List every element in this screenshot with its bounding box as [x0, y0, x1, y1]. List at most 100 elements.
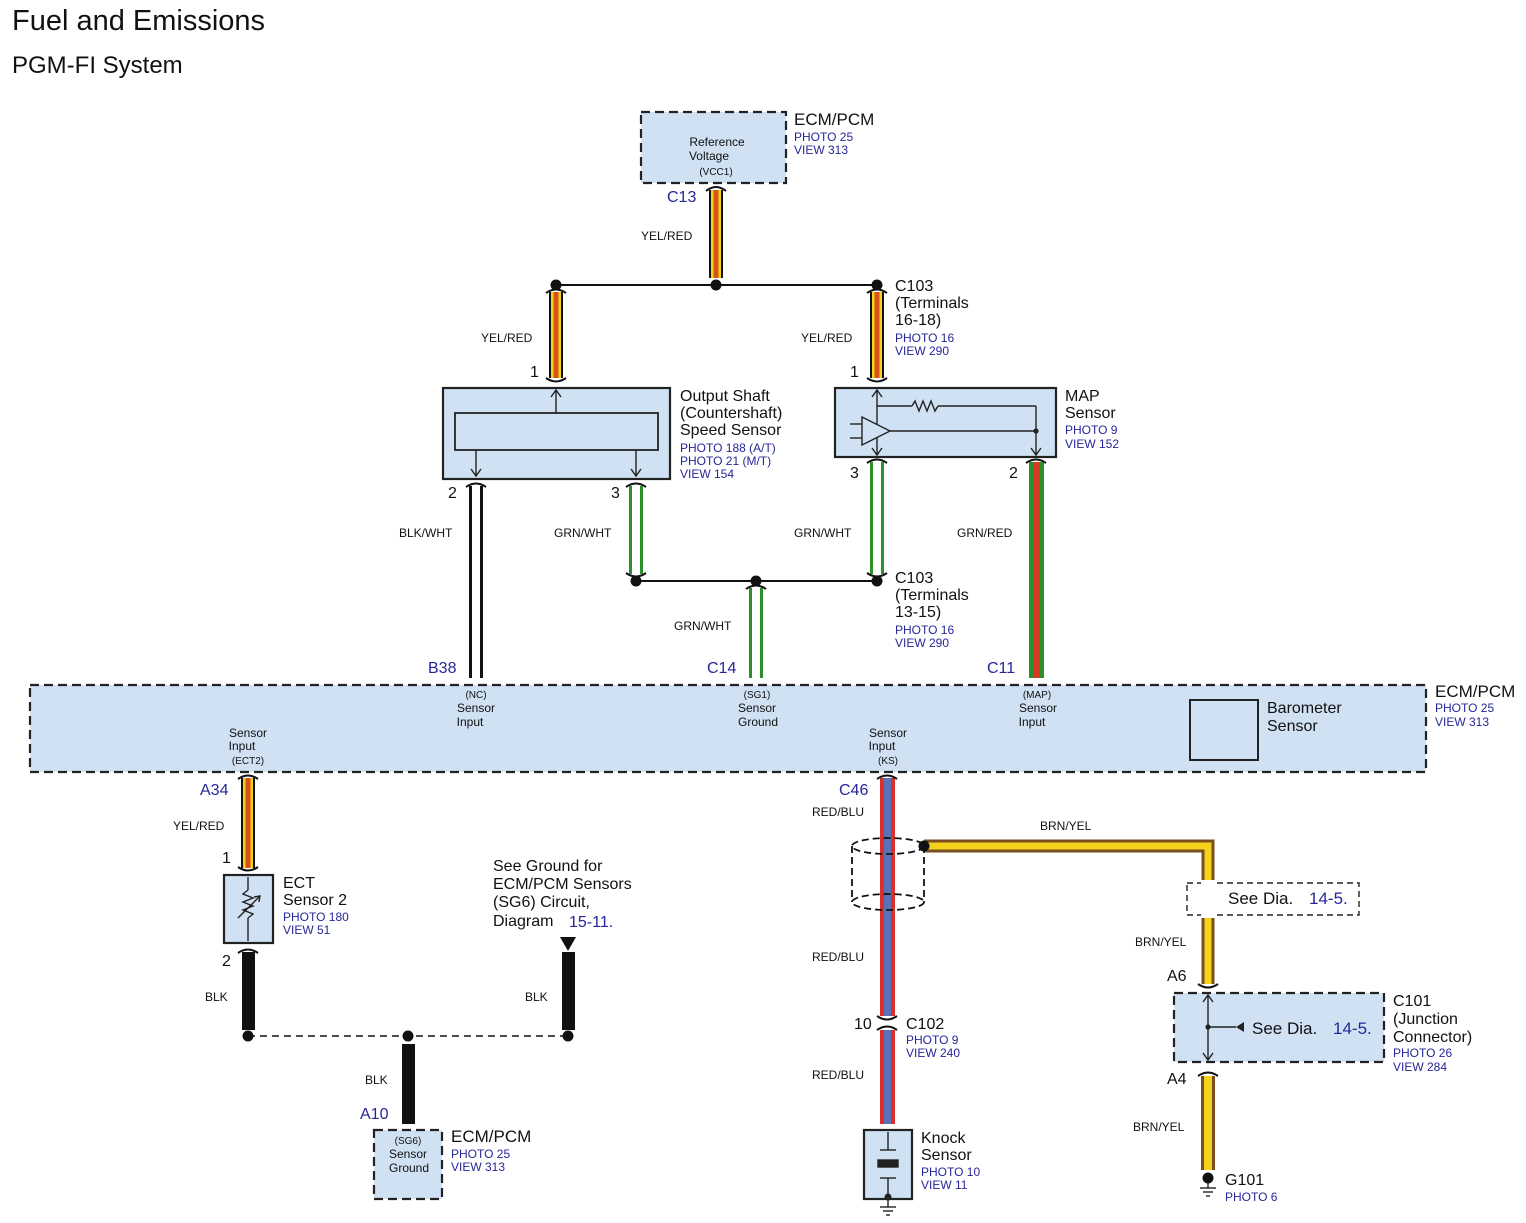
c101-junction-dot: [1205, 1024, 1211, 1030]
c103-upper-line2: 16-18): [895, 312, 941, 329]
sg1-line3: Ground: [738, 715, 778, 729]
ground-note-diagram-link[interactable]: 15-11.: [569, 914, 613, 931]
knock-line2: Sensor: [921, 1147, 972, 1164]
oss-arrows: [470, 388, 642, 478]
oss-line1: Output Shaft: [680, 388, 770, 405]
ect-pin1: 1: [222, 850, 231, 867]
c101-line1: (Junction: [1393, 1011, 1458, 1028]
c103-upper-name: C103: [895, 278, 933, 295]
c102-pin: 10: [854, 1016, 872, 1033]
wire-label-grn-wht-1: GRN/WHT: [554, 526, 612, 540]
junction-dots: [242, 279, 930, 1042]
wire-yel-red-ect: [241, 778, 255, 868]
knock-line1: Knock: [921, 1130, 966, 1147]
oss-photo2: PHOTO 21 (M/T): [680, 454, 771, 468]
map-sensor-internal: [850, 388, 1042, 457]
ground-note-line3: (SG6) Circuit,: [493, 894, 590, 911]
wire-label-yel-red-4: YEL/RED: [173, 819, 225, 833]
wire-brn-yel-shield: [924, 839, 1215, 984]
sg6-line2: Sensor: [389, 1147, 427, 1161]
map-photo: PHOTO 9: [1065, 423, 1118, 437]
map-input-line2: Sensor: [1019, 701, 1057, 715]
connector-c14: C14: [707, 660, 736, 677]
sg6-line3: Ground: [389, 1161, 429, 1175]
connector-a10: A10: [360, 1106, 389, 1123]
ect-pin2: 2: [222, 953, 231, 970]
ecm-bottom-photo: PHOTO 25: [451, 1147, 510, 1161]
map-sensor-box: [833, 386, 1058, 459]
map-pin1: 1: [850, 364, 859, 381]
ecm-top-line3: (VCC1): [699, 167, 732, 178]
c103-upper-view: VIEW 290: [895, 344, 949, 358]
c103-lower-name: C103: [895, 570, 933, 587]
c102-name: C102: [906, 1016, 944, 1033]
ecm-sensor-ground-box: [372, 1128, 444, 1201]
c101-line2: Connector): [1393, 1029, 1472, 1046]
sg6-line1: (SG6): [395, 1136, 422, 1147]
wire-label-blk-wht: BLK/WHT: [399, 526, 453, 540]
ecm-bottom-view: VIEW 313: [451, 1160, 505, 1174]
wire-yel-red-map: [870, 292, 884, 378]
c102-photo: PHOTO 9: [906, 1033, 959, 1047]
oss-pin2: 2: [448, 485, 457, 502]
wire-label-brn-yel-1: BRN/YEL: [1040, 819, 1092, 833]
connector-b38: B38: [428, 660, 457, 677]
c103-lower-photo: PHOTO 16: [895, 623, 954, 637]
c103-lower-view: VIEW 290: [895, 636, 949, 650]
wire-label-brn-yel-2: BRN/YEL: [1135, 935, 1187, 949]
c101-pin-top: A6: [1167, 968, 1187, 985]
see-dia-text: See Dia.: [1228, 889, 1293, 908]
see-dia-box: [1186, 882, 1360, 916]
knock-ground-icon: [880, 1200, 896, 1216]
ecm-top-title: ECM/PCM: [794, 110, 874, 129]
g101-photo: PHOTO 6: [1225, 1190, 1278, 1204]
see-dia-wire-gap: [1201, 880, 1215, 918]
connector-a34: A34: [200, 782, 229, 799]
c101-arrow-icon: [1236, 1022, 1244, 1032]
wire-blk-note: [562, 952, 575, 1030]
see-dia-link[interactable]: 14-5.: [1309, 889, 1348, 908]
ecm-top-view: VIEW 313: [794, 143, 848, 157]
ect-input-line2: Input: [229, 739, 256, 753]
knock-photo: PHOTO 10: [921, 1165, 980, 1179]
map-pin3: 3: [850, 465, 859, 482]
wire-red-blu-upper: [880, 778, 895, 1016]
wire-red-blu-lower: [880, 1030, 895, 1124]
c101-photo: PHOTO 26: [1393, 1046, 1452, 1060]
ecm-main-view: VIEW 313: [1435, 715, 1489, 729]
ecm-main-title: ECM/PCM: [1435, 682, 1515, 701]
wire-label-grn-wht-2: GRN/WHT: [794, 526, 852, 540]
wire-label-red-blu-3: RED/BLU: [812, 1068, 864, 1082]
c101-name: C101: [1393, 993, 1431, 1010]
c101-internal: [1202, 993, 1236, 1062]
c103-lower-line1: (Terminals: [895, 587, 969, 604]
page-subtitle: PGM-FI System: [12, 52, 183, 79]
wire-grn-wht-oss: [629, 486, 643, 574]
wire-grn-red: [1029, 462, 1044, 678]
sg1-line1: (SG1): [744, 690, 771, 701]
oss-photo1: PHOTO 188 (A/T): [680, 441, 776, 455]
c103-upper-line1: (Terminals: [895, 295, 969, 312]
map-view: VIEW 152: [1065, 437, 1119, 451]
wire-label-blk-3: BLK: [365, 1073, 388, 1087]
oss-view: VIEW 154: [680, 467, 734, 481]
wire-label-blk-2: BLK: [525, 990, 548, 1004]
c101-see-link[interactable]: 14-5.: [1333, 1019, 1372, 1038]
map-junction-dot: [1033, 428, 1039, 434]
map-input-line1: (MAP): [1023, 690, 1051, 701]
c101-view: VIEW 284: [1393, 1060, 1447, 1074]
down-arrow-icon: [560, 937, 576, 951]
piezo-symbol: [877, 1132, 899, 1201]
knock-view: VIEW 11: [921, 1178, 968, 1192]
map-line2: Sensor: [1065, 405, 1116, 422]
nc-line1: (NC): [465, 690, 486, 701]
ecm-main-photo: PHOTO 25: [1435, 701, 1494, 715]
oss-pin3: 3: [611, 485, 620, 502]
wire-label-red-blu-1: RED/BLU: [812, 805, 864, 819]
c101-pin-bottom: A4: [1167, 1071, 1187, 1088]
wire-label-yel-red-2: YEL/RED: [481, 331, 533, 345]
g101-name: G101: [1225, 1172, 1264, 1189]
map-pin2: 2: [1009, 465, 1018, 482]
ect-input-line1: Sensor: [229, 726, 267, 740]
